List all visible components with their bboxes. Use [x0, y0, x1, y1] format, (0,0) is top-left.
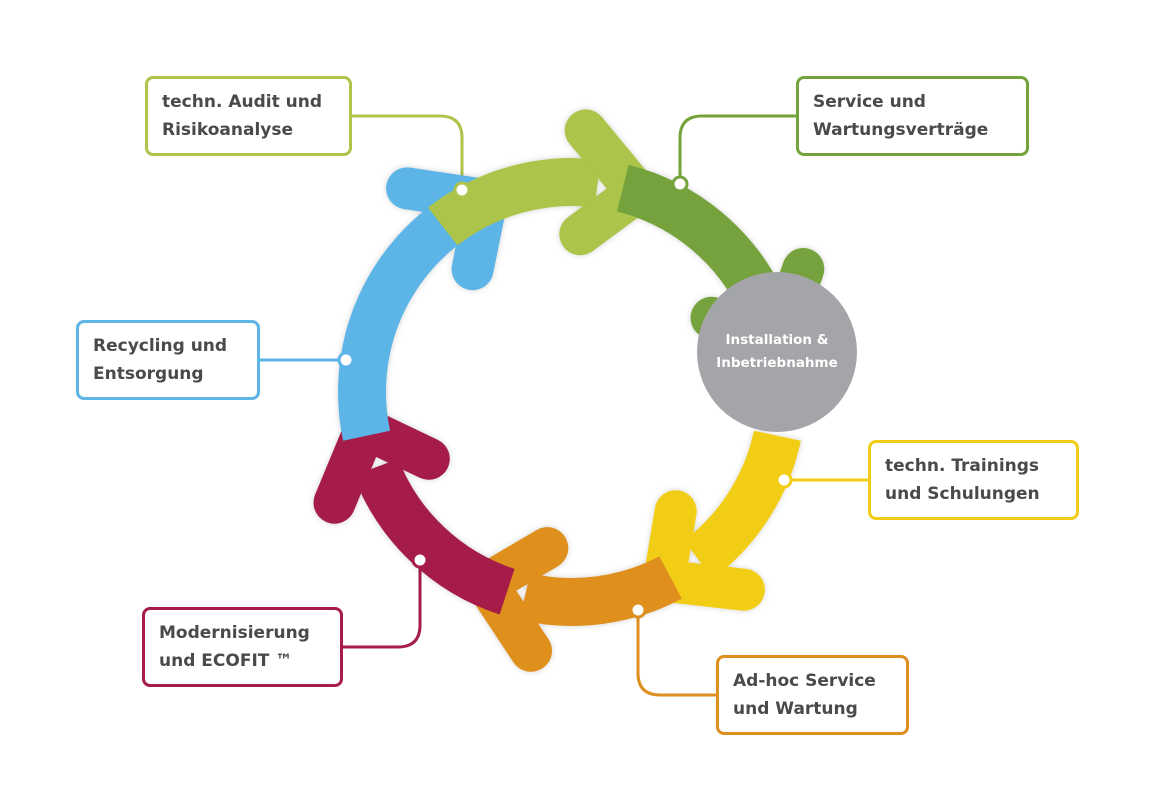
connector-dots — [337, 175, 793, 619]
stage-adhoc-line2: und Wartung — [733, 699, 858, 719]
ring-segment-recycle — [338, 200, 466, 441]
ring-segment-training — [683, 430, 801, 579]
dot-training — [775, 471, 793, 489]
stage-adhoc-line1: Ad-hoc Service — [733, 671, 876, 691]
stage-box-training: techn. Trainings und Schulungen — [868, 440, 1079, 520]
center-label-line1: Installation & — [725, 332, 829, 348]
stage-service-line1: Service und — [813, 92, 926, 112]
stage-audit-line1: techn. Audit und — [162, 92, 322, 112]
stage-modern-line2: und ECOFIT ™ — [159, 651, 293, 671]
stage-training-line2: und Schulungen — [885, 484, 1040, 504]
stage-recycle-line1: Recycling und — [93, 336, 228, 356]
stage-training-line1: techn. Trainings — [885, 456, 1040, 476]
dot-service — [671, 175, 689, 193]
connector-lines — [260, 114, 868, 697]
dot-recycle — [337, 351, 355, 369]
stage-box-audit: techn. Audit und Risikoanalyse — [145, 76, 352, 156]
ring-segment-modern — [353, 458, 515, 615]
stage-box-adhoc: Ad-hoc Service und Wartung — [716, 655, 909, 735]
dot-audit — [453, 181, 471, 199]
connector-adhoc — [636, 610, 716, 697]
stage-service-line2: Wartungsverträge — [813, 120, 989, 140]
ring-segment-audit — [427, 158, 601, 246]
stage-audit-line2: Risikoanalyse — [162, 120, 293, 140]
connector-audit — [352, 114, 464, 190]
ring-segment-adhoc — [519, 555, 682, 626]
dot-adhoc — [629, 601, 647, 619]
center-label: Installation & Inbetriebnahme — [697, 272, 857, 432]
dot-modern — [411, 551, 429, 569]
stage-box-service: Service und Wartungsverträge — [796, 76, 1029, 156]
stage-box-modern: Modernisierung und ECOFIT ™ — [142, 607, 343, 687]
center-label-line2: Inbetriebnahme — [716, 355, 838, 371]
stage-recycle-line2: Entsorgung — [93, 364, 204, 384]
connector-service — [678, 114, 796, 184]
stage-modern-line1: Modernisierung — [159, 623, 310, 643]
center-circle — [697, 272, 857, 432]
connector-modern — [343, 560, 422, 649]
stage-box-recycle: Recycling und Entsorgung — [76, 320, 260, 400]
